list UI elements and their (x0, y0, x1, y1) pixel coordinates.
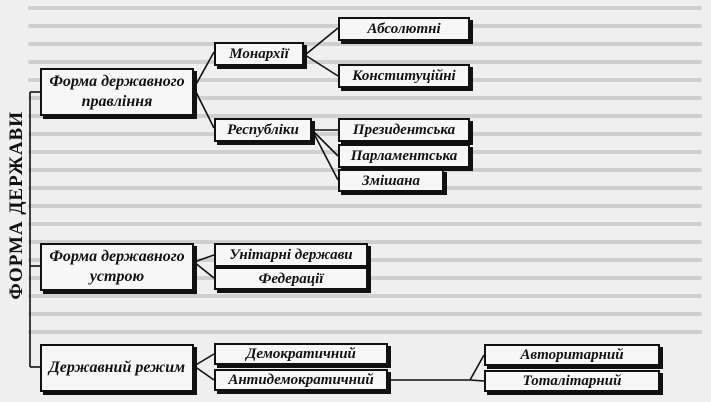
node-label: Федерації (258, 270, 324, 287)
node-monarchies: Монархії (214, 42, 304, 66)
node-label: Змішана (362, 172, 420, 189)
node-label: Форма державного устрою (49, 248, 185, 285)
node-label: Форма державного правління (49, 73, 185, 110)
node-label: Демократичний (246, 346, 356, 362)
node-federations: Федерації (214, 267, 368, 290)
node-democratic: Демократичний (214, 343, 388, 365)
node-constitutional: Конституційні (338, 64, 470, 88)
node-republics: Республіки (214, 118, 312, 142)
node-label: Авторитарний (520, 347, 624, 363)
node-parliamentary: Парламентська (338, 144, 470, 168)
node-label: Республіки (227, 122, 299, 138)
node-label: Конституційні (352, 68, 456, 84)
node-mixed: Змішана (338, 169, 444, 192)
node-absolute: Абсолютні (338, 17, 470, 41)
node-label: Парламентська (350, 148, 458, 164)
diagram-title-text: ФОРМА ДЕРЖАВИ (6, 110, 27, 300)
node-label: Унітарні держави (229, 247, 353, 263)
node-totalitarian: Тоталітарний (484, 370, 660, 392)
node-antidemocratic: Антидемократичний (214, 369, 388, 391)
node-presidential: Президентська (338, 118, 470, 142)
diagram-title: ФОРМА ДЕРЖАВИ (2, 100, 32, 310)
node-authoritarian: Авторитарний (484, 344, 660, 366)
node-label: Монархії (229, 46, 289, 62)
node-structure-form: Форма державного устрою (40, 243, 194, 291)
node-label: Тоталітарний (522, 373, 622, 389)
node-governance-form: Форма державного правління (40, 68, 194, 116)
node-regime: Державний режим (40, 344, 194, 392)
node-unitary: Унітарні держави (214, 243, 368, 267)
node-label: Державний режим (48, 359, 186, 376)
node-label: Абсолютні (367, 21, 441, 37)
node-label: Президентська (352, 122, 456, 138)
node-label: Антидемократичний (228, 372, 374, 388)
